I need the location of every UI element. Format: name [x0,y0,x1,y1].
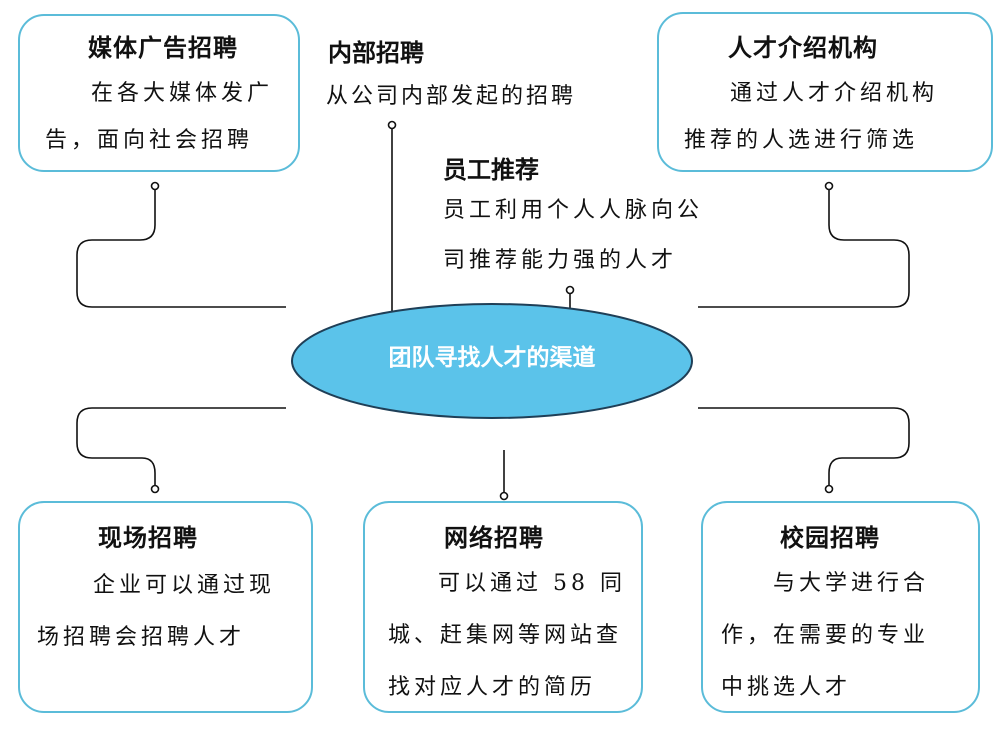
online-body: 可以通过 58 同 城、赶集网等网站查 找对应人才的简历 [388,571,626,700]
media-ad-box [18,14,300,172]
connector-media-ad [76,186,286,308]
agency-box [657,12,993,172]
onsite-title: 现场招聘 [98,524,198,552]
connector-dot [150,181,160,191]
agency-title: 人才介绍机构 [728,34,878,62]
agency-body: 通过人才介绍机构 推荐的人选进行筛选 [684,81,939,153]
referral-title: 员工推荐 [443,156,539,184]
campus-box [701,501,980,713]
media-ad-title: 媒体广告招聘 [88,34,238,62]
center-label: 团队寻找人才的渠道 [388,345,596,371]
connector-dot [150,484,160,494]
referral-body: 员工利用个人人脉向公 司推荐能力强的人才 [443,198,704,273]
internal-body: 从公司内部发起的招聘 [326,84,577,109]
connector-dot [824,484,834,494]
onsite-box [18,501,313,713]
campus-title: 校园招聘 [780,524,880,552]
online-box [363,501,643,713]
connector-onsite [76,407,286,489]
connector-agency [698,186,910,308]
connector-campus [698,407,910,489]
onsite-body: 企业可以通过现 场招聘会招聘人才 [37,573,276,650]
center-ellipse [291,303,693,419]
internal-title: 内部招聘 [328,39,424,67]
connector-dot [387,120,397,130]
connector-dot [565,285,575,295]
connector-dot [824,181,834,191]
connector-dot [499,491,509,501]
campus-body: 与大学进行合 作，在需要的专业 中挑选人才 [721,571,930,700]
online-title: 网络招聘 [444,524,544,552]
media-ad-body: 在各大媒体发广 告，面向社会招聘 [45,81,274,153]
